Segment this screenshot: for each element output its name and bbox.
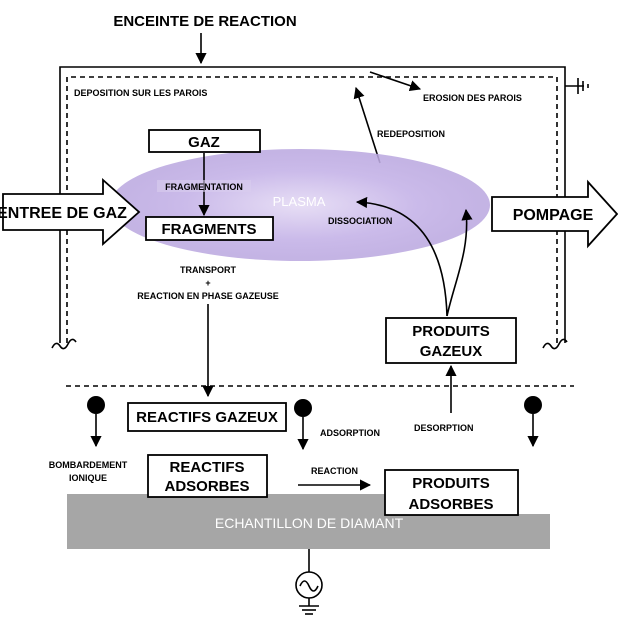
- ion-marker-left: [87, 396, 105, 448]
- dissociation-arrow: [355, 196, 448, 317]
- ion-bombardment-label-2: IONIQUE: [69, 473, 107, 483]
- adsorbed-reactants-label-2: ADSORBES: [164, 478, 249, 495]
- wall-deposition-label: DEPOSITION SUR LES PAROIS: [74, 88, 207, 98]
- redeposition-label: REDEPOSITION: [377, 129, 445, 139]
- pumping-outlet-arrow: [491, 179, 618, 249]
- plasma-label: PLASMA: [273, 194, 326, 209]
- wall-break-right-icon: [542, 338, 568, 350]
- gaseous-products-label-2: GAZEUX: [420, 343, 483, 360]
- fragmentation-label-bg: [157, 180, 251, 192]
- gaseous-reactants-label: REACTIFS GAZEUX: [136, 409, 278, 426]
- adsorbed-products-box: [384, 469, 519, 516]
- adsorbed-reactants-label-1: REACTIFS: [170, 459, 245, 476]
- pumping-path-arrow: [446, 208, 473, 317]
- gas-phase-reaction-label: REACTION EN PHASE GAZEUSE: [137, 291, 279, 301]
- ground-icon: [565, 78, 589, 94]
- ion-marker-center: [294, 399, 312, 451]
- adsorption-label: ADSORPTION: [320, 428, 380, 438]
- fragments-box-label: FRAGMENTS: [162, 221, 257, 238]
- diamond-sample-label: ECHANTILLON DE DIAMANT: [215, 515, 404, 531]
- fragmentation-label: FRAGMENTATION: [165, 182, 243, 192]
- gaseous-products-box: [385, 317, 517, 364]
- redeposition-arrow: [353, 86, 381, 164]
- gas-inlet-arrow: [2, 177, 141, 247]
- adsorbed-reactants-box: [147, 454, 268, 498]
- diamond-sample: [67, 494, 550, 549]
- wall-break-left-icon: [51, 338, 77, 350]
- fragments-box: [145, 216, 274, 241]
- gas-box: [148, 129, 261, 153]
- dissociation-label: DISSOCIATION: [328, 216, 392, 226]
- ac-source-icon: [295, 571, 323, 599]
- adsorbed-products-label-1: PRODUITS: [412, 475, 490, 492]
- ion-marker-right: [524, 396, 542, 448]
- transport-label: TRANSPORT: [180, 265, 237, 275]
- transport-plus: +: [205, 278, 210, 288]
- wall-erosion-label: EROSION DES PAROIS: [423, 93, 522, 103]
- gas-inlet-label: ENTREE DE GAZ: [0, 205, 127, 222]
- gas-box-label: GAZ: [188, 134, 220, 151]
- pumping-label: POMPAGE: [513, 207, 594, 224]
- ion-bombardment-label-1: BOMBARDEMENT: [49, 460, 128, 470]
- source-ground-icon: [299, 598, 319, 615]
- adsorbed-products-label-2: ADSORBES: [408, 496, 493, 513]
- desorption-label: DESORPTION: [414, 423, 474, 433]
- reaction-label: REACTION: [311, 466, 358, 476]
- chamber-title: ENCEINTE DE REACTION: [113, 13, 296, 30]
- erosion-arrow: [369, 71, 422, 92]
- gaseous-reactants-box: [127, 402, 287, 432]
- gaseous-products-label-1: PRODUITS: [412, 323, 490, 340]
